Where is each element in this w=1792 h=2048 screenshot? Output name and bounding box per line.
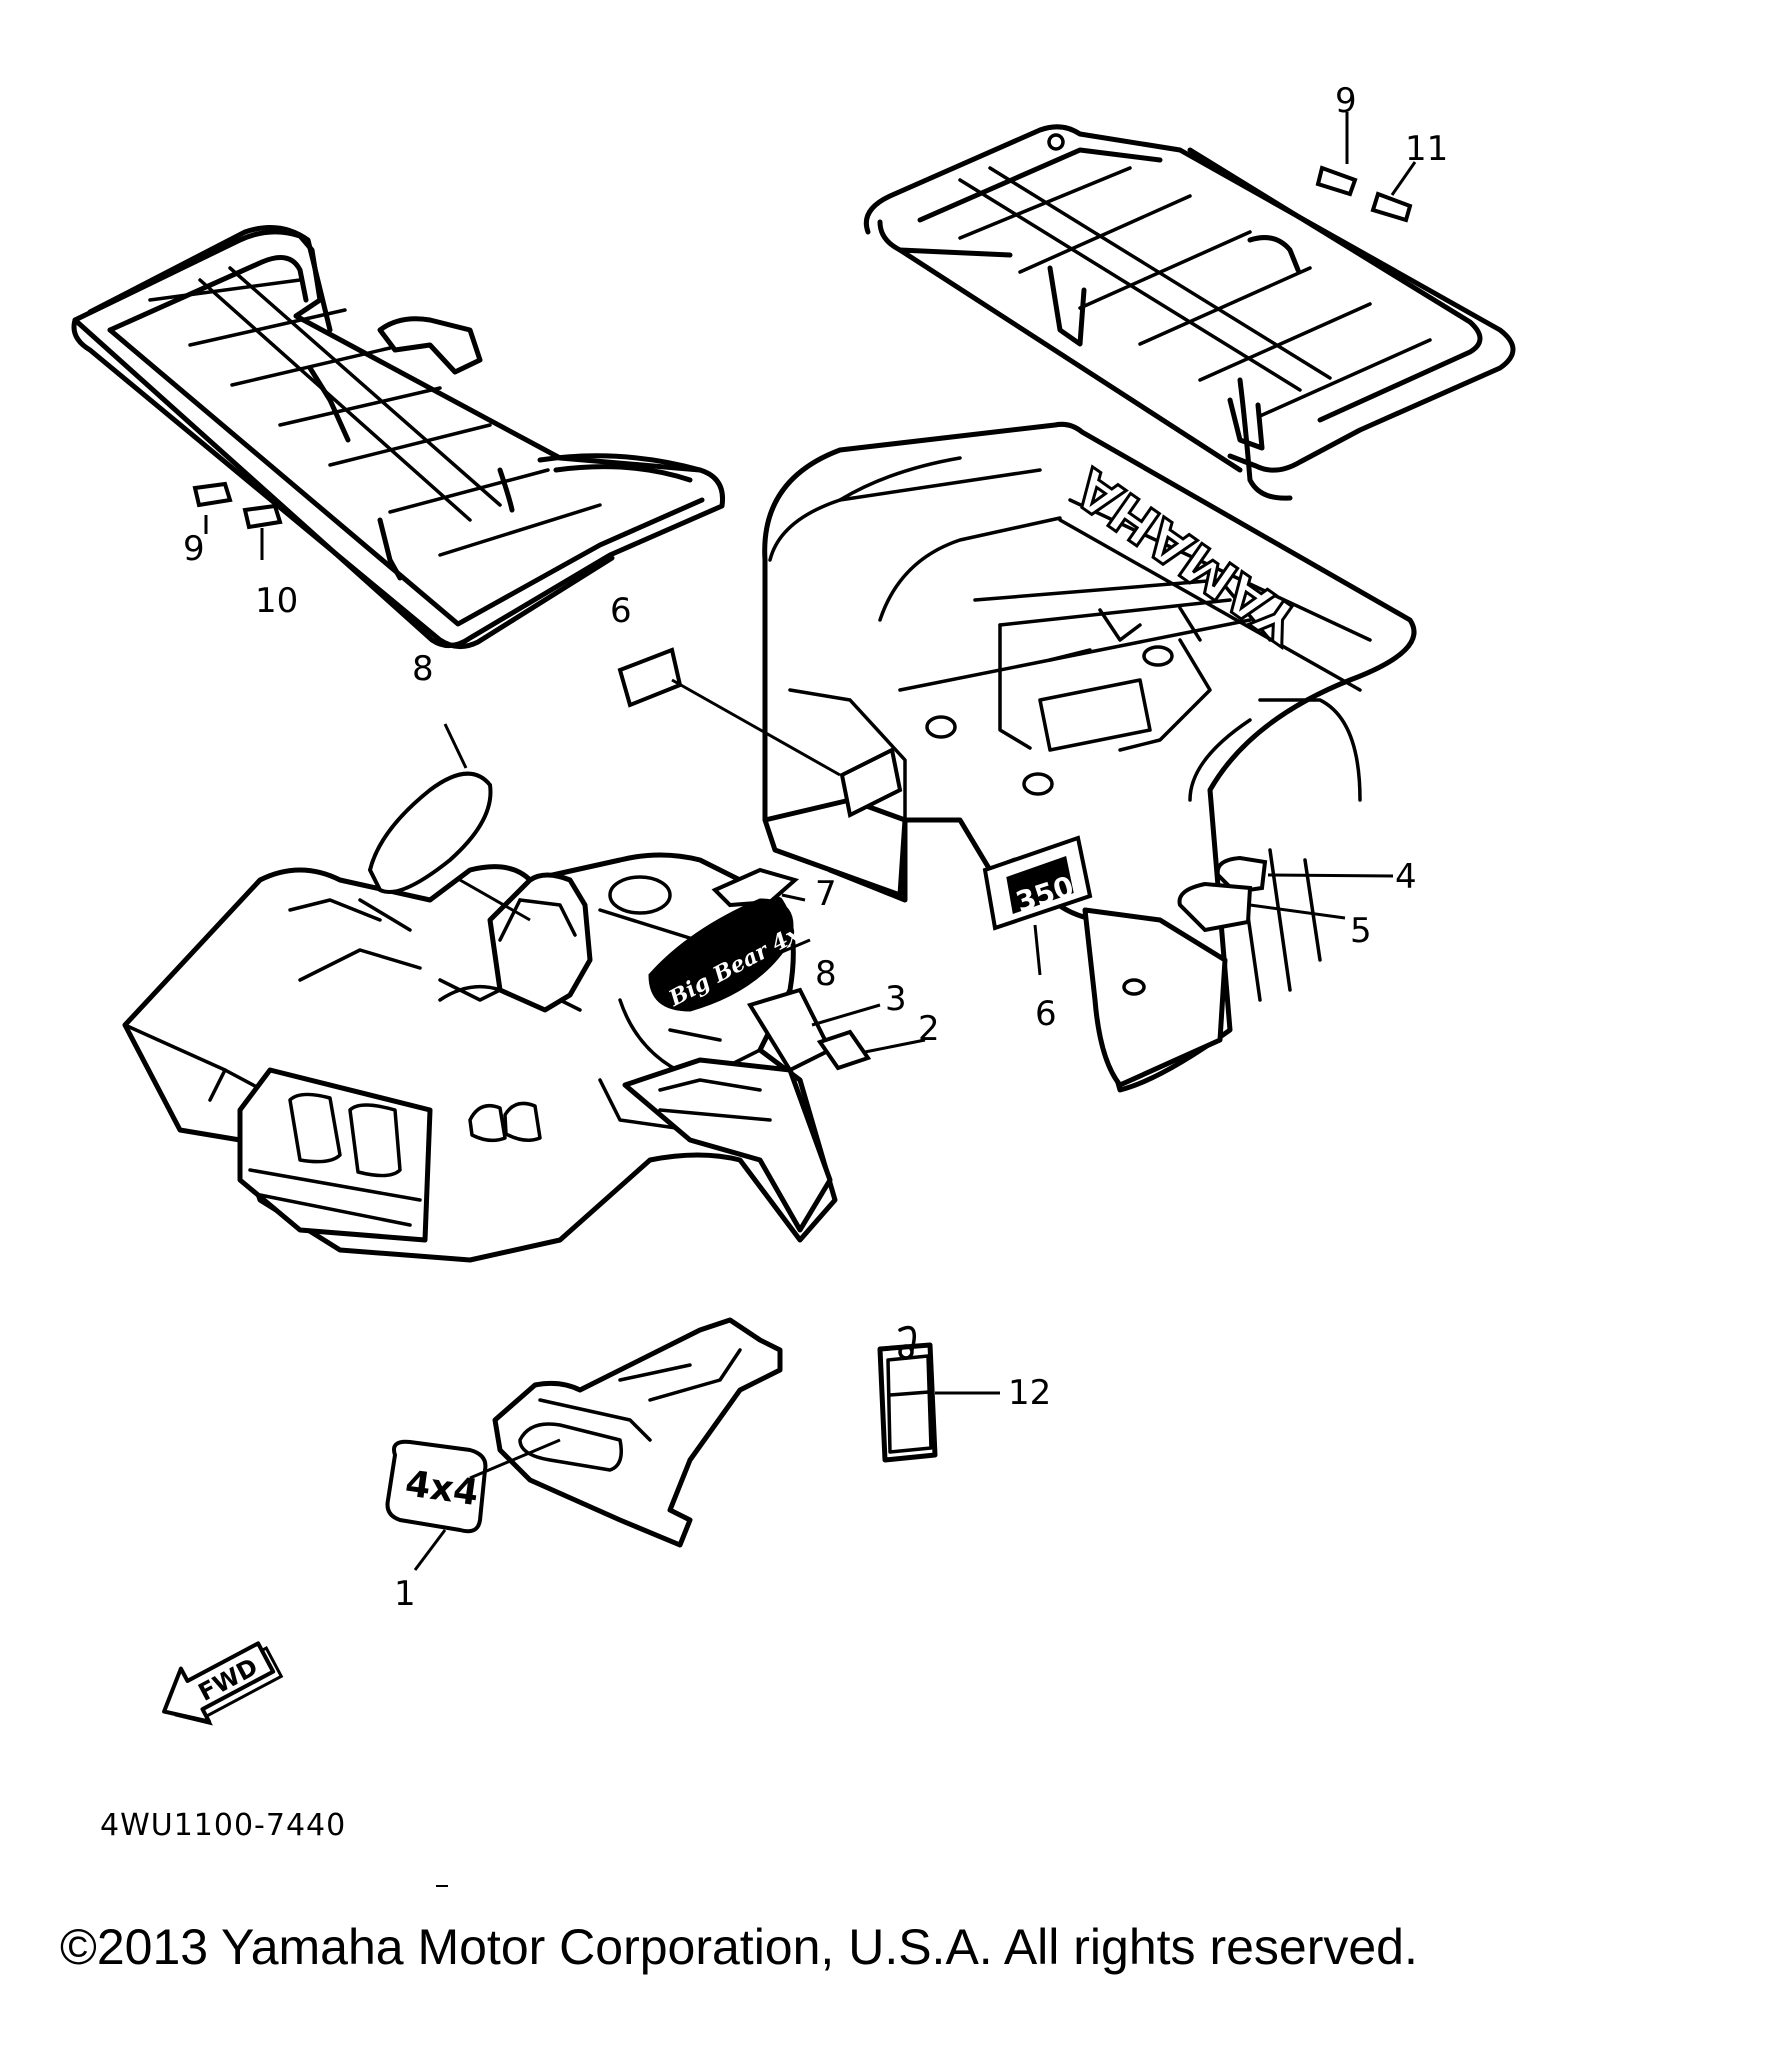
rear-carrier-rack — [863, 124, 1516, 501]
callout-9-left: 9 — [183, 529, 205, 569]
copyright-notice: ©2013 Yamaha Motor Corporation, U.S.A. A… — [60, 1919, 1418, 1975]
decal-9-right — [1315, 165, 1358, 197]
fwd-arrow-icon: FWD — [162, 1641, 284, 1726]
callout-9-right: 9 — [1335, 81, 1357, 121]
callout-1: 1 — [394, 1574, 416, 1614]
rear-fender: YAMAHA 350 — [762, 421, 1417, 1093]
front-carrier-rack — [71, 225, 726, 649]
callout-10: 10 — [255, 581, 298, 621]
callout-2: 2 — [918, 1009, 940, 1049]
4x4-emblem-text: 4x4 — [403, 1463, 481, 1514]
callout-12: 12 — [1008, 1373, 1051, 1413]
diagram-code: 4WU1100-7440 — [100, 1808, 347, 1843]
callout-numbers: 9 11 9 10 6 8 7 8 3 2 4 5 6 12 1 — [183, 81, 1448, 1614]
callout-5: 5 — [1350, 911, 1372, 951]
front-grille-emblem-panel: 4x4 — [385, 1317, 783, 1548]
callout-8-lower: 8 — [815, 954, 837, 994]
callout-6-lower: 6 — [1035, 994, 1057, 1034]
decal-11 — [1370, 191, 1413, 223]
decal-6-upper — [617, 647, 683, 708]
decal-10 — [242, 503, 283, 530]
callout-8-upper: 8 — [412, 649, 434, 689]
callout-7: 7 — [815, 874, 837, 914]
leader-lines — [204, 112, 1417, 1571]
callout-4: 4 — [1395, 857, 1417, 897]
front-fender: Big Bear 4x4 — [122, 771, 872, 1263]
callout-3: 3 — [885, 979, 907, 1019]
callout-6-upper: 6 — [610, 591, 632, 631]
callout-11: 11 — [1405, 129, 1448, 169]
decal-9-left — [192, 481, 233, 508]
4x4-emblem: 4x4 — [385, 1439, 488, 1534]
caution-tag — [877, 1325, 938, 1463]
